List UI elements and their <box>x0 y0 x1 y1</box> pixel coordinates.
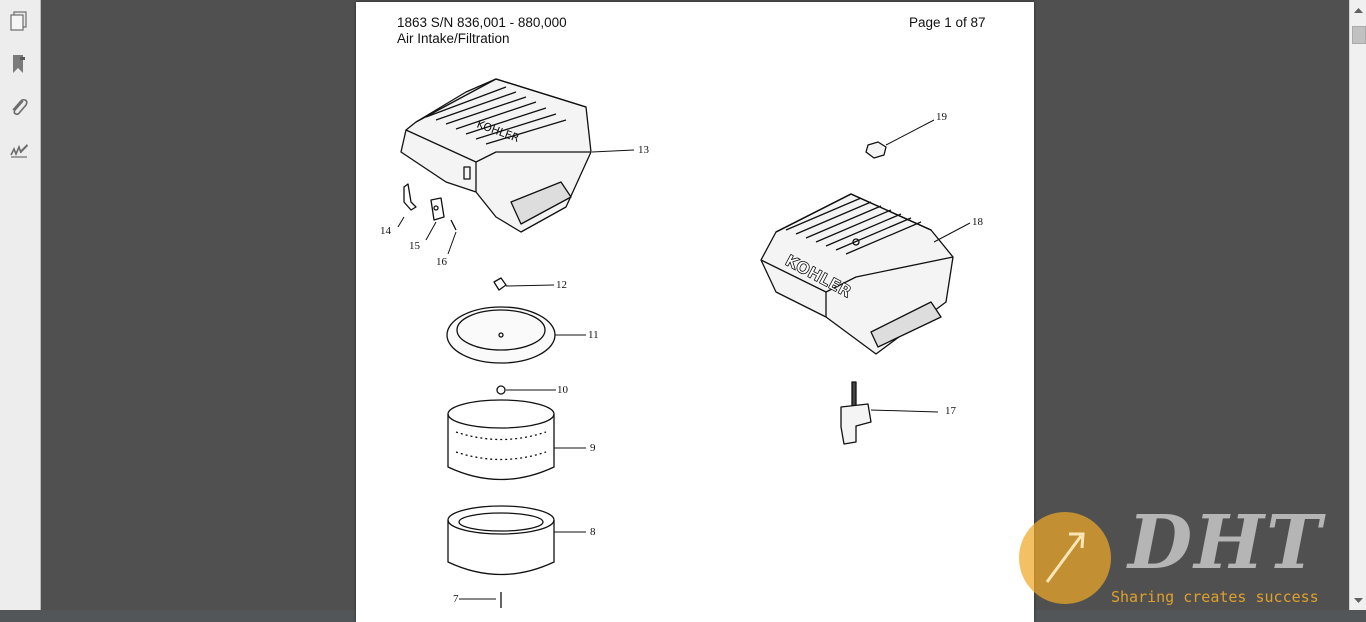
scroll-up-button[interactable] <box>1350 2 1366 19</box>
callout-12: 12 <box>556 279 567 291</box>
signatures-panel-button[interactable] <box>6 137 32 163</box>
vertical-scrollbar[interactable] <box>1349 0 1366 610</box>
parts-diagram: KOHLER <box>380 78 984 608</box>
watermark-tagline: Sharing creates success <box>1111 588 1319 606</box>
navigation-sidebar <box>0 0 41 610</box>
watermark-circle <box>1019 512 1111 604</box>
callout-13: 13 <box>638 144 650 156</box>
callout-17: 17 <box>945 405 957 417</box>
document-title: 1863 S/N 836,001 - 880,000 <box>397 15 567 30</box>
watermark-logo: DHT <box>1128 500 1324 586</box>
pages-panel-button[interactable] <box>6 8 32 34</box>
callout-16: 16 <box>436 256 448 268</box>
chevron-up-icon <box>1354 8 1363 13</box>
callout-7: 7 <box>453 593 459 605</box>
attachments-panel-button[interactable] <box>6 94 32 120</box>
paperclip-icon <box>12 98 28 116</box>
pages-icon <box>10 11 27 31</box>
chevron-down-icon <box>1354 598 1363 603</box>
callout-19: 19 <box>936 111 948 123</box>
bookmark-icon <box>13 55 25 73</box>
part-13-cover: KOHLER <box>400 78 592 233</box>
callout-11: 11 <box>588 329 599 341</box>
scroll-thumb[interactable] <box>1352 26 1366 44</box>
callout-14: 14 <box>380 225 392 237</box>
callout-9: 9 <box>590 442 596 454</box>
part-18-cover: KOHLER <box>760 193 954 355</box>
callout-8: 8 <box>590 526 596 538</box>
arrow-icon <box>1045 532 1085 583</box>
callout-15: 15 <box>409 240 421 252</box>
pdf-page: 1863 S/N 836,001 - 880,000 Air Intake/Fi… <box>356 2 1034 622</box>
bookmarks-panel-button[interactable] <box>6 51 32 77</box>
page-indicator: Page 1 of 87 <box>909 15 986 30</box>
signature-icon <box>10 144 28 158</box>
scroll-down-button[interactable] <box>1350 592 1366 609</box>
callout-18: 18 <box>972 216 984 228</box>
callout-10: 10 <box>557 384 569 396</box>
document-subtitle: Air Intake/Filtration <box>397 31 510 46</box>
